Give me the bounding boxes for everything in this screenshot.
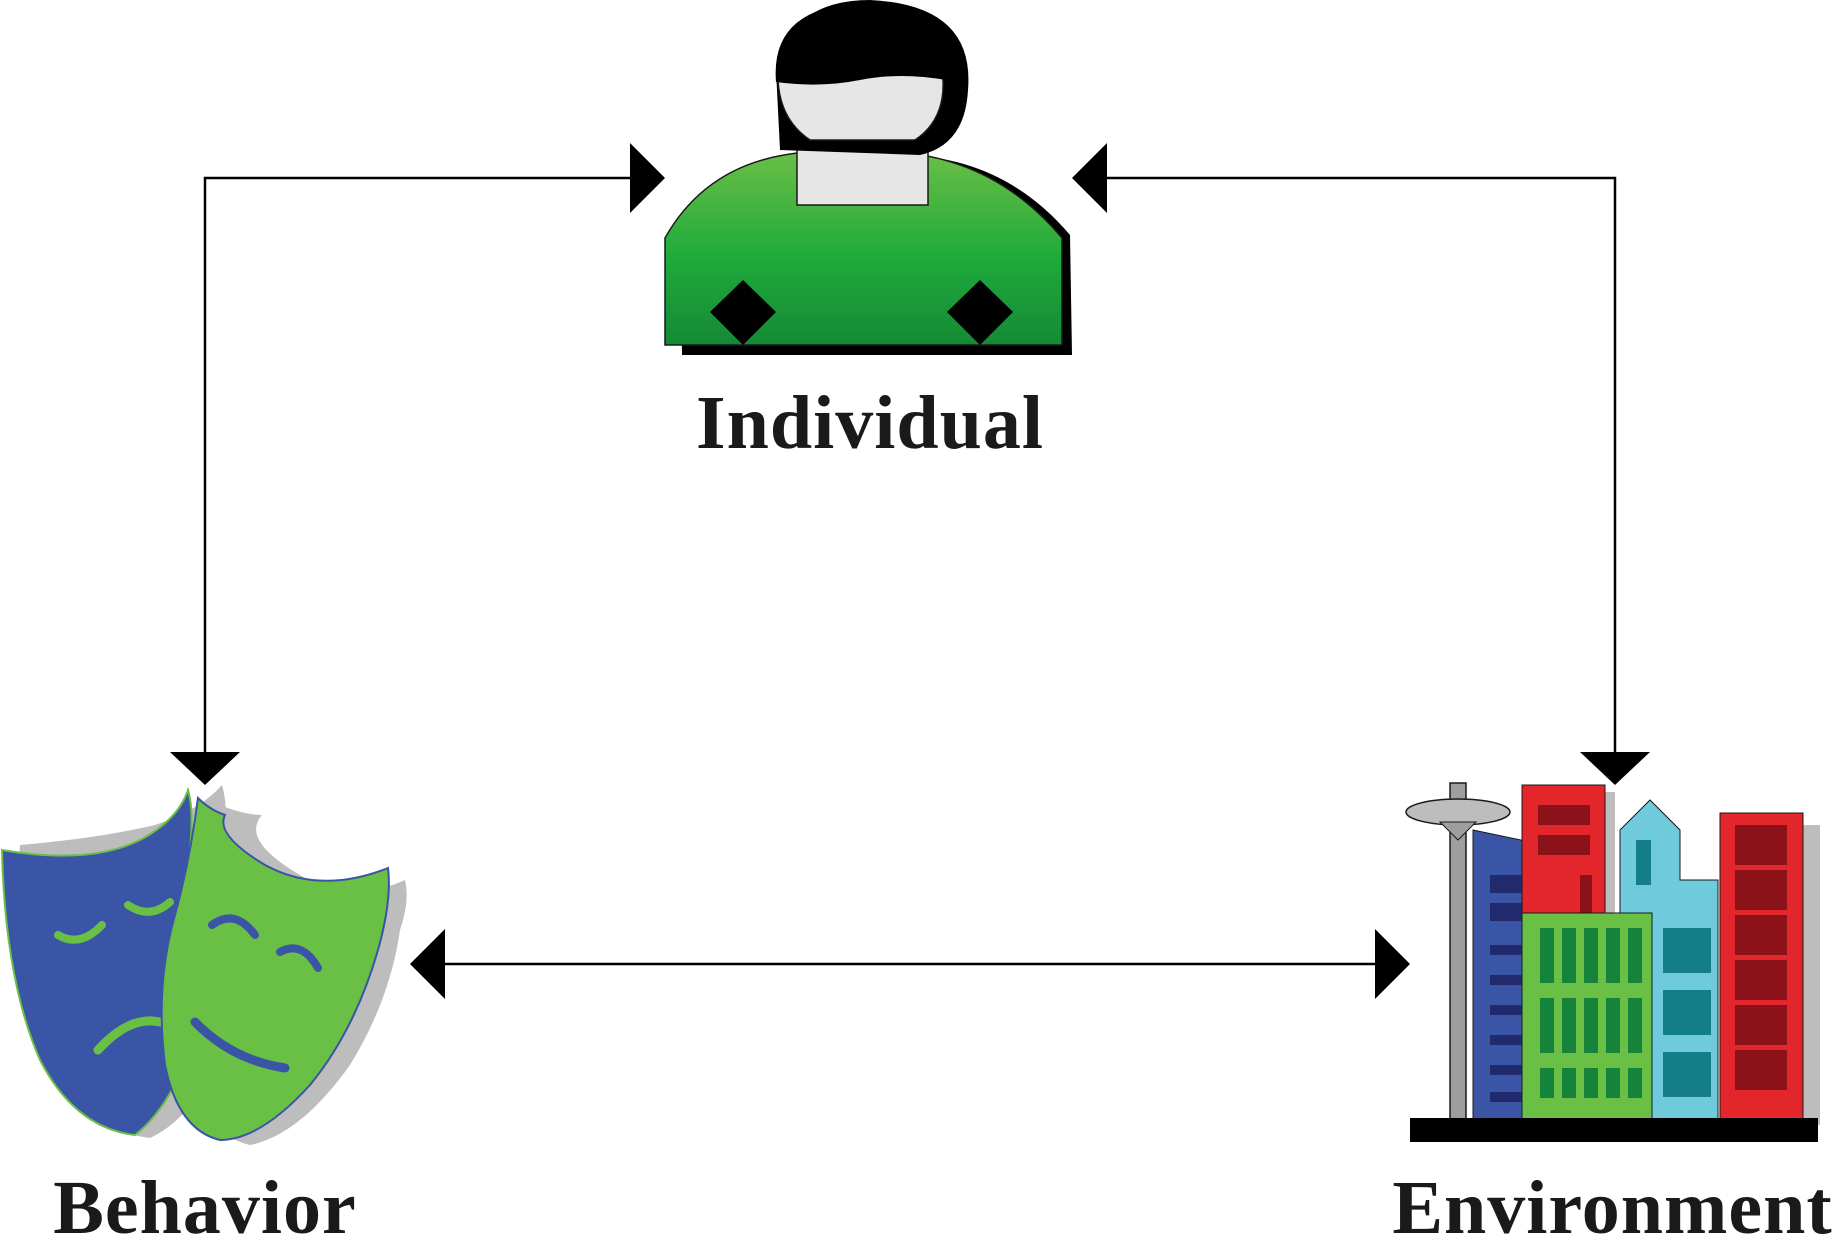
happy-eye-right — [276, 944, 322, 972]
arrowhead-to-behavior — [170, 752, 240, 785]
happy-eye-left — [208, 914, 259, 939]
diamond-button-left — [710, 280, 776, 345]
arrowhead-to-individual-left — [630, 143, 665, 213]
arrowhead-to-individual-right — [1072, 143, 1107, 213]
link-behavior-individual — [170, 143, 665, 785]
sad-eye-left — [54, 921, 106, 944]
happy-mouth — [190, 1017, 290, 1073]
diamond-button-right — [947, 280, 1013, 345]
sad-mouth — [93, 1016, 165, 1055]
person-icon — [664, 0, 1072, 355]
link-individual-environment — [1072, 143, 1650, 785]
sad-eye-right — [124, 898, 174, 916]
node-label-environment: Environment — [1392, 1166, 1833, 1250]
arrowhead-to-environment — [1580, 752, 1650, 785]
node-label-individual: Individual — [696, 381, 1044, 465]
city-buildings-icon — [1405, 782, 1820, 1142]
link-behavior-environment — [410, 929, 1410, 999]
node-label-behavior: Behavior — [53, 1166, 357, 1250]
arrowhead-right — [1375, 929, 1410, 999]
theater-masks-icon — [0, 785, 407, 1145]
arrowhead-left — [410, 929, 445, 999]
